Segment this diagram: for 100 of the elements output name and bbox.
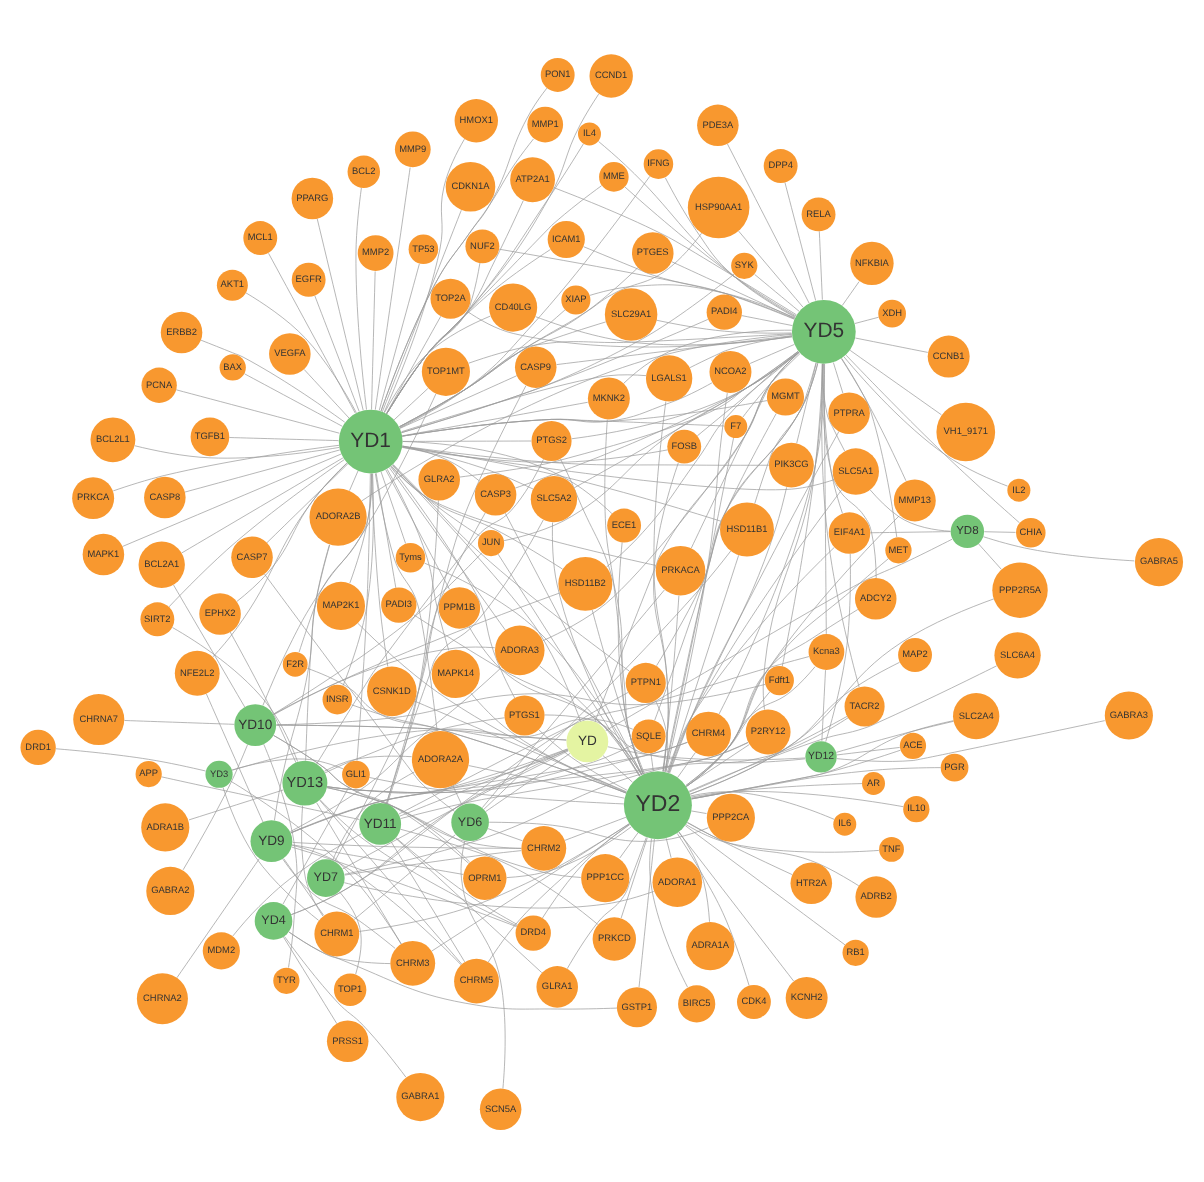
connector: [301, 804, 324, 916]
connector: [869, 530, 951, 533]
connector: [356, 472, 371, 760]
connector: [413, 613, 643, 775]
connector: [200, 338, 346, 422]
connector: [316, 217, 364, 410]
connector: [395, 836, 543, 972]
connector: [291, 843, 464, 874]
connector: [689, 714, 848, 792]
connector: [374, 166, 411, 410]
connector: [324, 754, 412, 771]
connector: [184, 448, 341, 492]
connector: [401, 444, 722, 521]
connector: [638, 837, 655, 987]
connector: [741, 314, 793, 325]
connector: [718, 362, 825, 714]
connector: [691, 782, 863, 798]
connector: [168, 458, 345, 607]
connector: [386, 184, 602, 413]
connector: [291, 843, 462, 965]
connector: [291, 845, 517, 927]
connector: [821, 362, 860, 687]
connector: [822, 362, 845, 451]
connector: [399, 374, 518, 428]
connector: [399, 266, 639, 427]
connector: [386, 261, 481, 413]
connector: [390, 464, 657, 565]
connector: [273, 734, 582, 877]
connector: [678, 830, 710, 922]
connector: [754, 273, 800, 311]
connector: [369, 776, 625, 804]
connector: [468, 625, 643, 775]
connector: [841, 357, 898, 537]
connector: [691, 809, 707, 813]
connector: [583, 245, 795, 319]
connector: [690, 790, 904, 807]
connector: [552, 521, 641, 776]
connector: [375, 471, 397, 588]
connector: [244, 372, 343, 426]
connector: [984, 530, 1016, 532]
connector: [742, 352, 801, 417]
connector: [822, 362, 843, 513]
connector: [232, 832, 362, 936]
connector: [229, 630, 297, 762]
connector: [414, 699, 627, 792]
connector: [371, 270, 376, 409]
connector: [825, 552, 851, 742]
connector: [326, 786, 471, 862]
connector: [542, 822, 630, 918]
connector: [175, 388, 340, 433]
connector: [849, 349, 942, 415]
connector: [378, 262, 420, 410]
connector: [182, 743, 248, 870]
connector: [591, 608, 645, 773]
connector: [401, 446, 668, 462]
connector: [676, 832, 750, 986]
connector: [677, 751, 696, 777]
connector: [298, 472, 373, 652]
connector: [401, 445, 534, 489]
connector: [623, 328, 793, 383]
connector: [978, 542, 1002, 569]
node-circle: YD5: [791, 298, 856, 363]
connector: [818, 229, 823, 300]
connector: [332, 770, 415, 860]
connector: [738, 229, 804, 307]
connector: [324, 716, 505, 773]
connector: [401, 399, 768, 436]
connector: [161, 775, 360, 819]
connector: [401, 444, 770, 465]
connector: [653, 461, 679, 771]
connector: [236, 461, 348, 601]
connector: [983, 535, 1135, 561]
connector: [386, 511, 486, 804]
connector: [398, 655, 810, 814]
connector: [222, 786, 320, 920]
connector: [245, 291, 357, 413]
connector: [843, 355, 1008, 486]
connector: [326, 743, 634, 793]
connector: [685, 743, 750, 786]
connector: [749, 343, 795, 363]
connector: [390, 840, 466, 962]
connector: [538, 728, 628, 790]
connector: [400, 741, 749, 818]
connector: [650, 751, 654, 771]
connector: [620, 836, 648, 918]
connector: [282, 785, 350, 904]
connector: [653, 400, 669, 771]
connector: [607, 745, 806, 760]
connector: [282, 857, 396, 948]
connector: [188, 788, 284, 820]
connector: [276, 717, 634, 738]
connector: [624, 185, 797, 316]
connector: [212, 461, 348, 657]
connector: [390, 464, 563, 569]
connector: [781, 362, 824, 666]
connector: [784, 181, 817, 300]
connector: [122, 452, 342, 546]
connector: [840, 357, 907, 481]
connector: [401, 400, 589, 436]
connector: [339, 890, 362, 974]
